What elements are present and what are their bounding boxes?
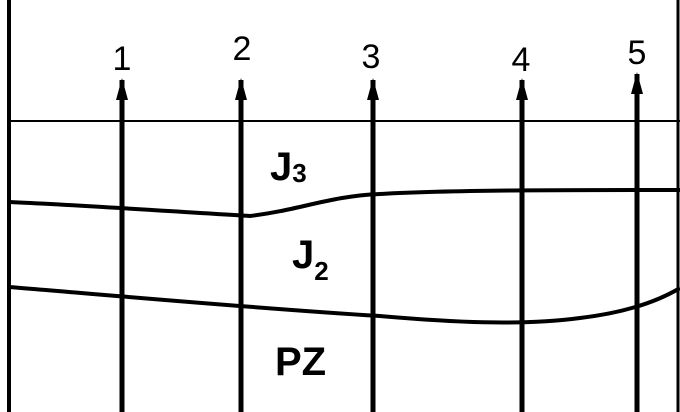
- layer-j2-name: J: [292, 233, 314, 277]
- well-arrowhead-4: [516, 78, 528, 100]
- layer-label-j3: J3: [270, 145, 307, 189]
- well-label-4: 4: [512, 41, 531, 79]
- well-arrowhead-1: [116, 78, 128, 100]
- well-label-2: 2: [233, 30, 252, 68]
- well-arrowhead-5: [631, 72, 643, 94]
- layer-label-j2: J2: [292, 233, 329, 286]
- layer-j2-subscript: 2: [314, 256, 328, 286]
- well-label-3: 3: [362, 38, 381, 76]
- boundary-j2-pz: [8, 285, 680, 325]
- layer-pz-name: PZ: [275, 340, 326, 384]
- boundary-j3-j2: [8, 188, 680, 219]
- well-arrowhead-3: [367, 78, 379, 100]
- layer-label-pz: PZ: [275, 340, 326, 384]
- layer-j3-subscript: 3: [292, 158, 306, 188]
- layer-j3-name: J: [270, 145, 292, 189]
- well-arrowhead-2: [235, 78, 247, 100]
- well-label-1: 1: [113, 40, 132, 78]
- well-label-5: 5: [628, 34, 647, 72]
